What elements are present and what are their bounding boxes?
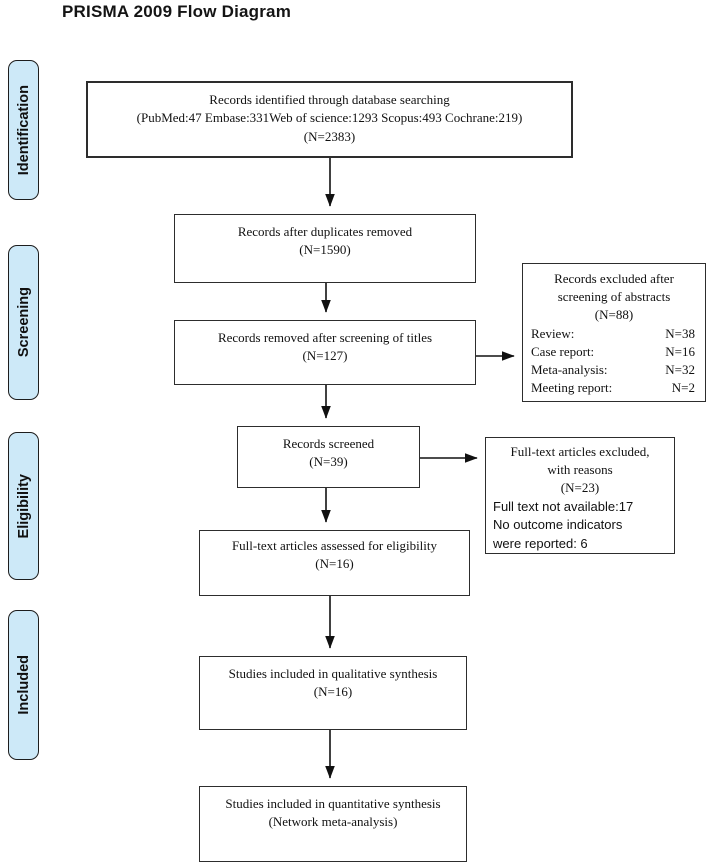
box-records-screened: Records screened (N=39) bbox=[237, 426, 420, 488]
records-screened-count: (N=39) bbox=[309, 454, 348, 470]
stage-identification: Identification bbox=[8, 60, 39, 200]
excluded-row-case-report-label: Case report: bbox=[531, 343, 595, 359]
excluded-row-meta-analysis-value: N=32 bbox=[665, 361, 695, 377]
excluded-row-review-label: Review: bbox=[531, 325, 575, 341]
excluded-row-meeting-report-label: Meeting report: bbox=[531, 380, 613, 396]
box-records-identified: Records identified through database sear… bbox=[86, 81, 573, 158]
box-fulltext-assessed: Full-text articles assessed for eligibil… bbox=[199, 530, 470, 596]
fulltext-excluded-title2: with reasons bbox=[547, 462, 613, 478]
box-qualitative-synthesis: Studies included in qualitative synthesi… bbox=[199, 656, 467, 730]
page-title: PRISMA 2009 Flow Diagram bbox=[62, 2, 292, 21]
titles-screened-count: (N=127) bbox=[302, 348, 348, 364]
box-quantitative-synthesis: Studies included in quantitative synthes… bbox=[199, 786, 467, 862]
stage-included: Included bbox=[8, 610, 39, 760]
excluded-row-case-report: Case report: N=16 bbox=[523, 343, 705, 361]
excluded-row-case-report-value: N=16 bbox=[665, 343, 695, 359]
fulltext-excluded-reason3: were reported: 6 bbox=[493, 536, 588, 552]
abstract-excluded-count: (N=88) bbox=[594, 307, 634, 323]
fulltext-excluded-reason1: Full text not available:17 bbox=[493, 498, 634, 514]
quantitative-line1: Studies included in quantitative synthes… bbox=[225, 796, 441, 811]
stage-screening: Screening bbox=[8, 245, 39, 400]
records-identified-line2: (PubMed:47 Embase:331Web of science:1293… bbox=[136, 110, 523, 126]
abstract-excluded-title1: Records excluded after bbox=[554, 271, 674, 286]
quantitative-line2: (Network meta-analysis) bbox=[268, 814, 398, 830]
fulltext-excluded-reason2: No outcome indicators bbox=[493, 517, 623, 533]
stage-eligibility: Eligibility bbox=[8, 432, 39, 580]
excluded-row-meta-analysis-label: Meta-analysis: bbox=[531, 361, 608, 377]
records-identified-count: (N=2383) bbox=[303, 128, 356, 144]
box-fulltext-excluded: Full-text articles excluded, with reason… bbox=[485, 437, 675, 554]
records-screened-line1: Records screened bbox=[282, 436, 375, 451]
duplicates-removed-line1: Records after duplicates removed bbox=[237, 224, 413, 239]
excluded-row-meta-analysis: Meta-analysis: N=32 bbox=[523, 361, 705, 379]
fulltext-excluded-count: (N=23) bbox=[560, 480, 600, 496]
records-identified-line1: Records identified through database sear… bbox=[209, 92, 450, 107]
fulltext-assessed-line1: Full-text articles assessed for eligibil… bbox=[231, 538, 438, 553]
box-abstract-excluded: Records excluded after screening of abst… bbox=[522, 263, 706, 402]
excluded-row-review-value: N=38 bbox=[665, 325, 695, 341]
excluded-row-review: Review: N=38 bbox=[523, 325, 705, 343]
abstract-excluded-title2: screening of abstracts bbox=[557, 289, 671, 305]
box-duplicates-removed: Records after duplicates removed (N=1590… bbox=[174, 214, 476, 283]
titles-screened-line1: Records removed after screening of title… bbox=[217, 330, 433, 345]
duplicates-removed-count: (N=1590) bbox=[299, 242, 351, 258]
excluded-row-meeting-report-value: N=2 bbox=[671, 380, 695, 396]
fulltext-excluded-title1: Full-text articles excluded, bbox=[510, 444, 650, 459]
qualitative-line1: Studies included in qualitative synthesi… bbox=[228, 666, 438, 681]
fulltext-assessed-count: (N=16) bbox=[315, 556, 354, 572]
box-titles-screened: Records removed after screening of title… bbox=[174, 320, 476, 385]
qualitative-count: (N=16) bbox=[313, 684, 353, 700]
excluded-row-meeting-report: Meeting report: N=2 bbox=[523, 379, 705, 397]
